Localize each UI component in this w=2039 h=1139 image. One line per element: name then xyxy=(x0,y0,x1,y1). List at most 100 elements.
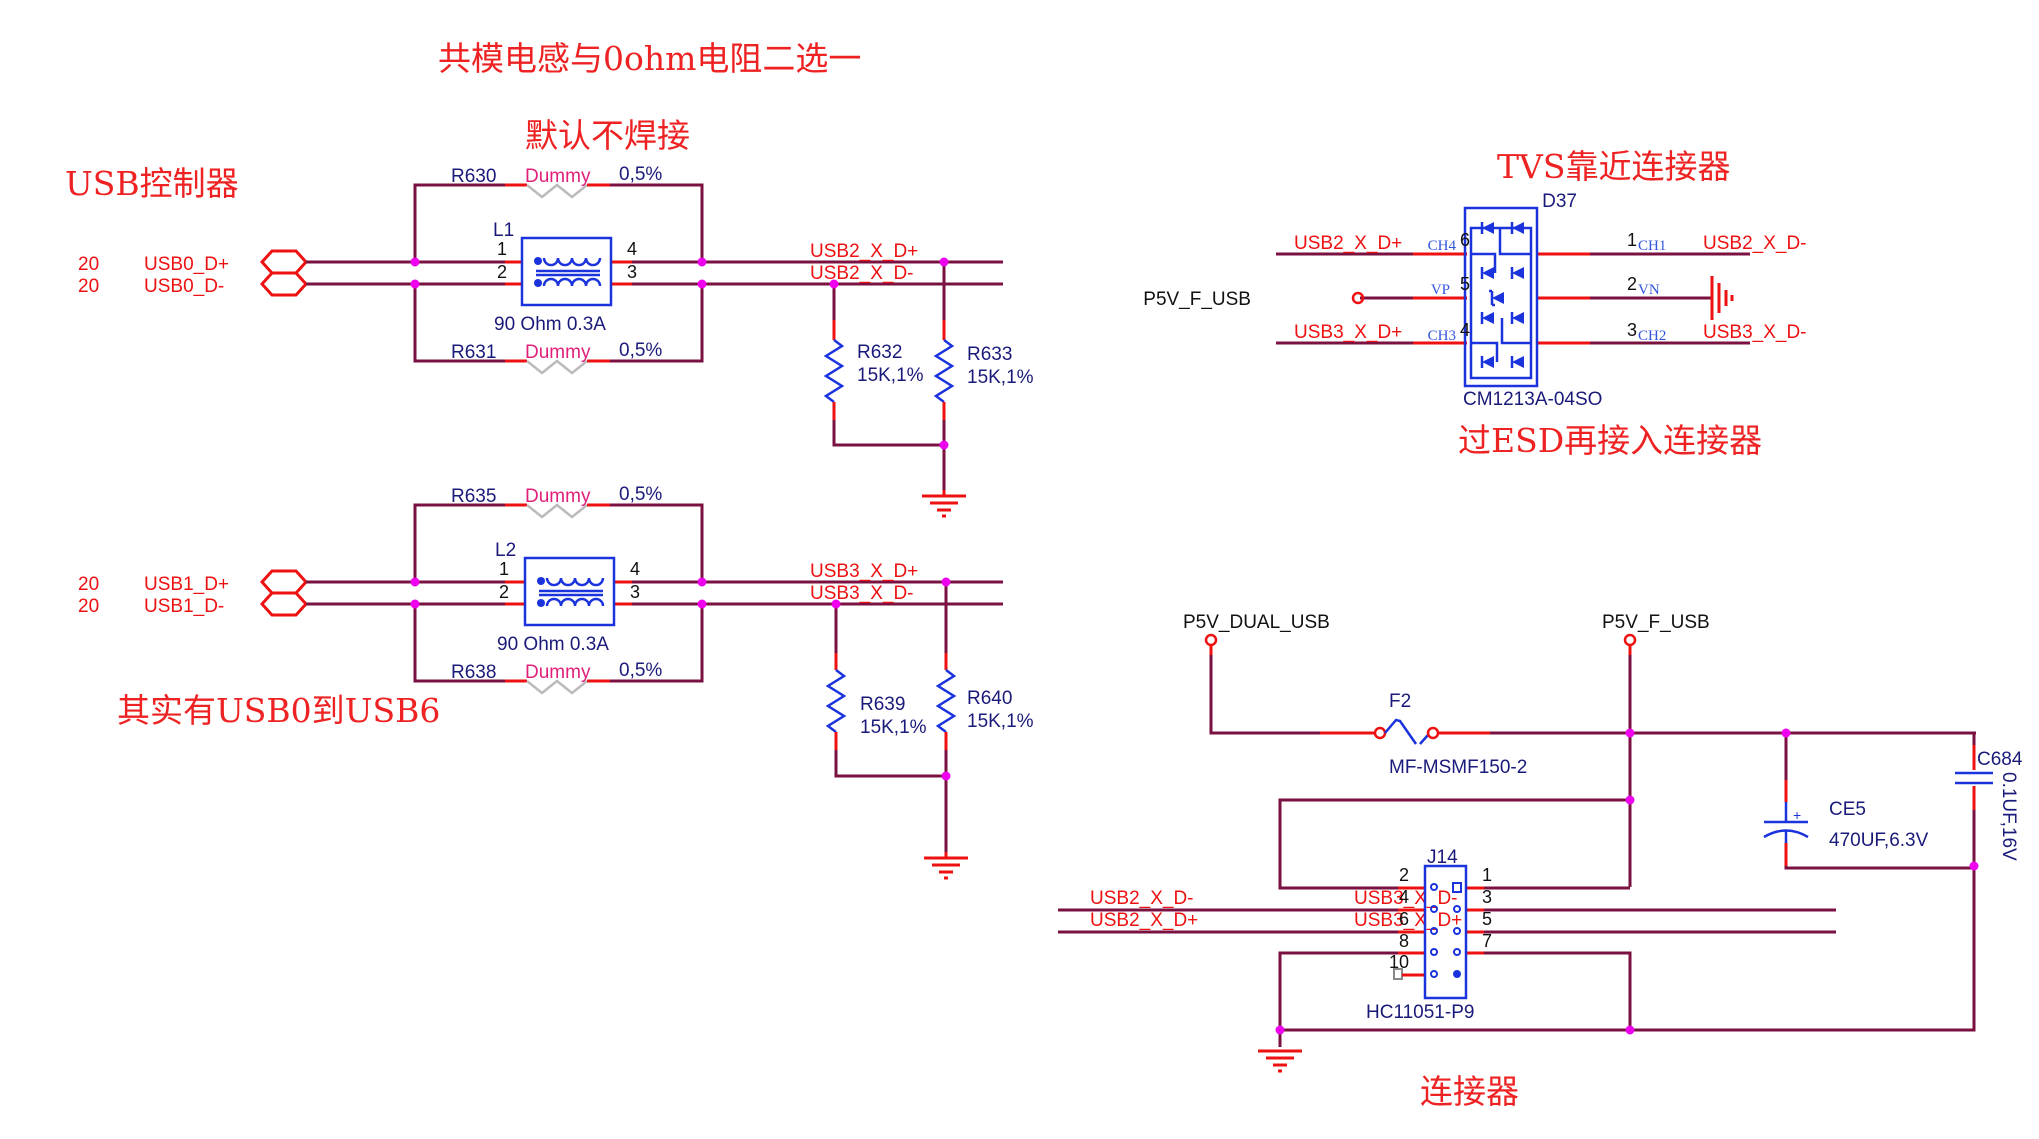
net-label: USB3_X_D+ xyxy=(1354,910,1462,931)
header-pins xyxy=(1430,882,1462,978)
r640-ref: R640 xyxy=(967,688,1012,709)
polarity-dot xyxy=(537,599,545,607)
resistor-dummy-symbol xyxy=(526,503,588,519)
r635-ref: R635 xyxy=(451,486,496,507)
port-sheet-ref: 20 xyxy=(78,574,99,595)
wire xyxy=(832,420,944,447)
note-esd-before-connector: 过ESD再接入连接器 xyxy=(1458,421,1762,460)
wire xyxy=(413,183,505,262)
net-label: USB2_X_D+ xyxy=(1294,233,1402,254)
junction-dot xyxy=(941,577,951,587)
j14-header-body[interactable] xyxy=(1423,864,1468,1000)
pin-name: VP xyxy=(1431,282,1450,298)
j14-part: HC11051-P9 xyxy=(1366,1002,1474,1023)
pin-name: CH3 xyxy=(1428,328,1456,344)
junction-dot xyxy=(697,599,707,609)
net-label: USB3_X_D- xyxy=(1354,888,1458,909)
j14-ref: J14 xyxy=(1427,847,1458,868)
power-port-icon[interactable] xyxy=(1623,633,1637,647)
pin-number: 1 xyxy=(1482,865,1492,885)
r630-tol: 0,5% xyxy=(619,164,662,185)
l2-ref: L2 xyxy=(495,540,516,561)
r640-value: 15K,1% xyxy=(967,711,1034,732)
polarity-plus-icon: + xyxy=(1793,807,1801,823)
power-port-icon[interactable] xyxy=(1204,633,1218,647)
pin-name: VN xyxy=(1638,282,1660,298)
wire xyxy=(610,284,704,363)
pin-number: 6 xyxy=(1399,909,1409,929)
junction-dot xyxy=(1969,861,1979,871)
r630-ref: R630 xyxy=(451,166,496,187)
net-label: USB2_X_D- xyxy=(810,263,914,284)
d37-tvs-body[interactable] xyxy=(1463,206,1539,388)
coil-icon xyxy=(545,597,605,607)
r639-resistor-symbol[interactable] xyxy=(825,669,847,733)
f2-fuse-symbol[interactable] xyxy=(1384,718,1429,745)
note-usb-controller: USB控制器 xyxy=(65,164,239,203)
pin-number: 5 xyxy=(1460,274,1470,294)
net-label: USB3_X_D+ xyxy=(1294,322,1402,343)
note-default-not-soldered: 默认不焊接 xyxy=(525,116,690,155)
offpage-port-icon[interactable] xyxy=(259,249,309,275)
wire xyxy=(413,284,505,363)
resistor-dummy-symbol xyxy=(526,183,588,199)
l2-choke-body[interactable] xyxy=(523,556,616,627)
pin-number: 4 xyxy=(627,239,637,259)
l1-choke-body[interactable] xyxy=(520,236,613,307)
tvs-diode-array-icon xyxy=(1469,222,1533,380)
note-tvs-near-connector: TVS靠近连接器 xyxy=(1497,147,1730,186)
coil-icon xyxy=(545,577,605,587)
wire xyxy=(610,604,704,683)
ce5-value: 470UF,6.3V xyxy=(1829,830,1929,851)
offpage-port-icon[interactable] xyxy=(259,591,309,617)
d37-ref: D37 xyxy=(1542,191,1577,212)
pin-number: 2 xyxy=(1399,865,1409,885)
net-label: USB3_X_D+ xyxy=(810,561,918,582)
l1-ref: L1 xyxy=(493,220,514,241)
power-port-icon[interactable] xyxy=(1351,291,1365,305)
port-sheet-ref: 20 xyxy=(78,276,99,297)
pin-number: 5 xyxy=(1482,909,1492,929)
ce5-ref: CE5 xyxy=(1829,799,1866,820)
d37-part: CM1213A-04SO xyxy=(1463,389,1602,410)
coil-icon xyxy=(542,257,602,267)
channel0-block: 20 USB0_D+ 20 USB0_D- R630 Dummy 0,5% R6… xyxy=(78,164,1034,518)
pin-number: 1 xyxy=(497,239,507,259)
r638-tol: 0,5% xyxy=(619,660,662,681)
pin-name: CH2 xyxy=(1638,328,1666,344)
coil-icon xyxy=(542,277,602,287)
r632-ref: R632 xyxy=(857,342,902,363)
junction-dot xyxy=(1625,1025,1635,1035)
pin-number: 10 xyxy=(1389,952,1409,972)
offpage-port-icon[interactable] xyxy=(259,569,309,595)
wire xyxy=(1209,655,1320,735)
pin-number: 2 xyxy=(499,582,509,602)
pin-number: 6 xyxy=(1460,230,1470,250)
junction-dot xyxy=(1625,728,1635,738)
junction-dot xyxy=(410,257,420,267)
r640-resistor-symbol[interactable] xyxy=(935,669,957,733)
r638-value: Dummy xyxy=(525,662,591,683)
pin-name: CH1 xyxy=(1638,238,1666,254)
r632-resistor-symbol[interactable] xyxy=(823,339,845,403)
offpage-port-icon[interactable] xyxy=(259,271,309,297)
r639-value: 15K,1% xyxy=(860,717,927,738)
wire xyxy=(1278,798,1630,890)
connector-j14-block: USB2_X_D- USB2_X_D+ USB3_X_D- USB3_X_D+ xyxy=(1058,795,1836,1073)
r633-resistor-symbol[interactable] xyxy=(933,339,955,403)
junction-dot xyxy=(941,771,951,781)
r631-ref: R631 xyxy=(451,342,496,363)
wire xyxy=(1484,951,1632,1030)
net-label: USB3_X_D- xyxy=(1703,322,1807,343)
port-usb1-dm-label: USB1_D- xyxy=(144,596,224,617)
ground-icon xyxy=(1258,1049,1302,1073)
f2-ref: F2 xyxy=(1389,691,1411,712)
l1-value: 90 Ohm 0.3A xyxy=(494,314,606,335)
pin-number: 3 xyxy=(630,582,640,602)
polarity-dot xyxy=(537,577,545,585)
port-usb0-dm-label: USB0_D- xyxy=(144,276,224,297)
r635-value: Dummy xyxy=(525,486,591,507)
l2-value: 90 Ohm 0.3A xyxy=(497,634,609,655)
channel1-block: 20 USB1_D+ 20 USB1_D- R635 Dummy 0,5% R6… xyxy=(78,484,1034,880)
